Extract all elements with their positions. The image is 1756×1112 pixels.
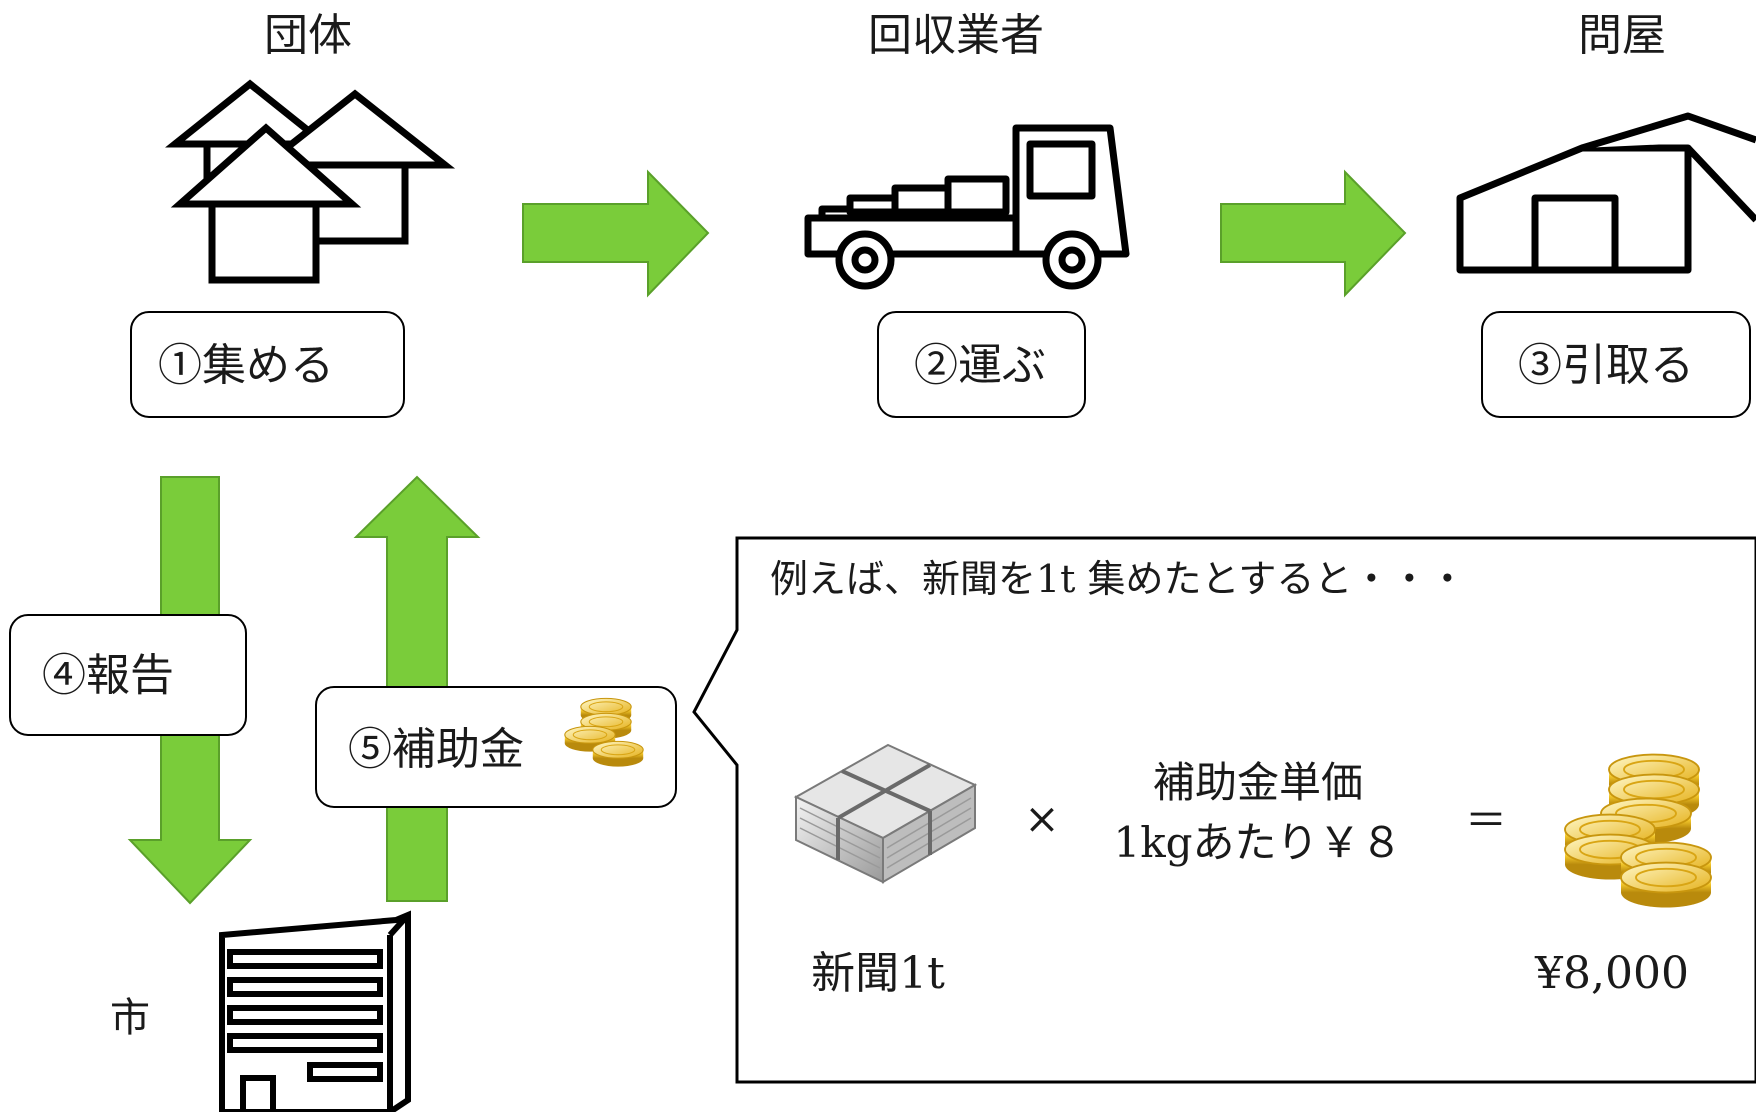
step-subsidy-label: ⑤補助金	[348, 724, 524, 775]
arrow-collector-to-wholesaler	[1220, 169, 1407, 298]
step-box-pickup	[1481, 311, 1751, 418]
step-pickup-label: ③引取る	[1518, 340, 1694, 391]
times-sign: ×	[1024, 794, 1060, 843]
actor-label-city: 市	[110, 995, 150, 1041]
truck-icon	[804, 124, 1130, 290]
houses-icon	[165, 79, 456, 284]
warehouse-icon	[1456, 112, 1756, 274]
office-building-icon	[219, 910, 411, 1112]
actor-label-collector: 回収業者	[868, 10, 1044, 61]
newspaper-amount-label: 新聞1t	[811, 948, 945, 999]
step-box-collect	[130, 311, 405, 418]
example-intro-text: 例えば、新聞を1t 集めたとすると・・・	[770, 557, 1467, 601]
step-box-report	[9, 614, 247, 736]
step-collect-label: ①集める	[158, 340, 334, 391]
equals-sign: ＝	[1464, 796, 1508, 845]
step-box-carry	[877, 311, 1086, 418]
rate-line-1: 補助金単価	[1152, 758, 1364, 807]
actor-label-group: 団体	[264, 10, 352, 61]
step-report-label: ④報告	[42, 650, 174, 701]
step-carry-label: ②運ぶ	[914, 340, 1046, 391]
newspaper-bundle-icon	[793, 743, 978, 884]
arrow-group-to-collector	[522, 169, 710, 298]
subsidy-result-amount: ¥8,000	[1535, 948, 1689, 999]
rate-line-2: 1kgあたり￥８	[1113, 818, 1403, 867]
actor-label-wholesaler: 問屋	[1578, 10, 1666, 61]
example-callout	[692, 536, 1756, 1084]
